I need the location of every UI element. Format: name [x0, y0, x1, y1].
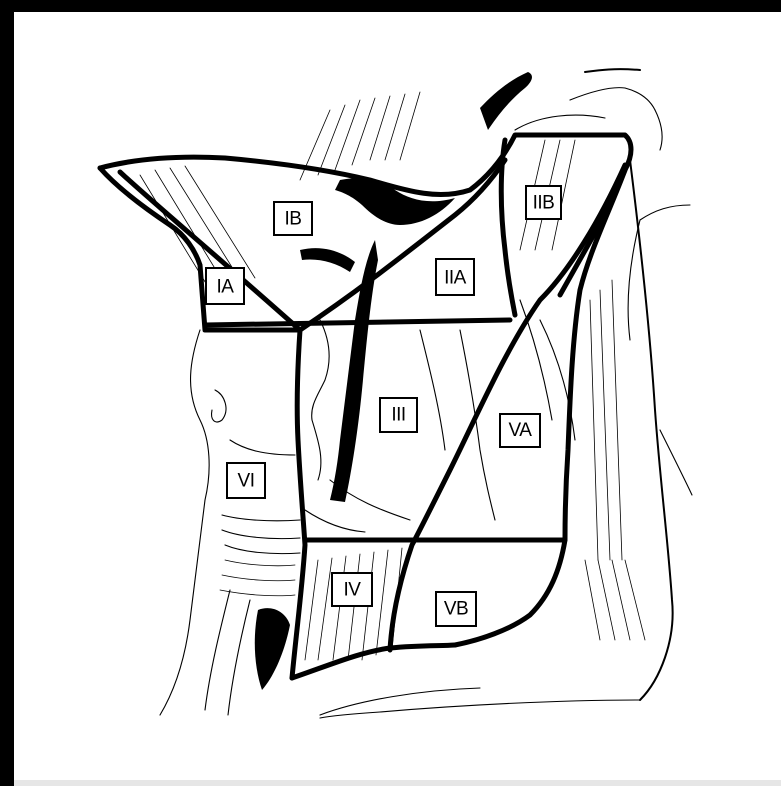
label-ia: IA	[217, 277, 235, 298]
level-label-iib: IIB	[526, 186, 561, 219]
level-label-iv: IV	[332, 573, 372, 606]
label-iia: IIA	[444, 268, 467, 289]
level-label-vi: VI	[227, 463, 265, 498]
level-label-vb: VB	[436, 592, 476, 626]
level-label-ib: IB	[274, 202, 312, 235]
level-label-iia: IIA	[436, 259, 474, 295]
label-iv: IV	[344, 580, 362, 601]
level-label-iii: III	[380, 398, 417, 432]
label-vb: VB	[444, 599, 468, 620]
label-ib: IB	[285, 209, 302, 230]
label-iib: IIB	[533, 193, 555, 214]
level-label-ia: IA	[206, 268, 244, 304]
label-va: VA	[509, 420, 533, 441]
label-vi: VI	[238, 471, 255, 492]
label-iii: III	[391, 405, 405, 426]
level-label-va: VA	[500, 414, 540, 447]
